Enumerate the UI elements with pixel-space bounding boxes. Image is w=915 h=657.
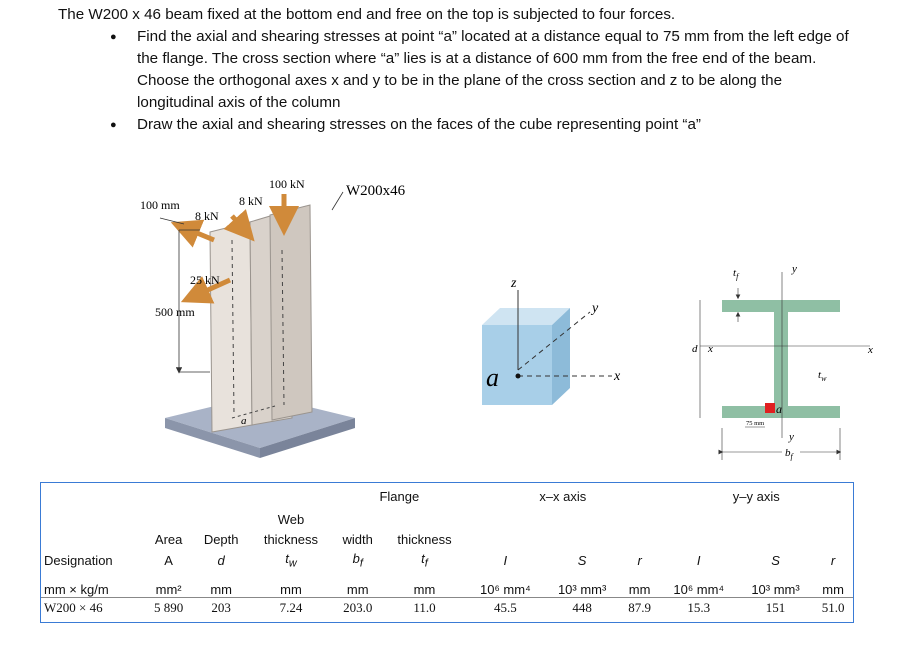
section-tf: tf — [733, 267, 740, 281]
unit-cell: mm — [628, 581, 651, 597]
force-25kN-arrow — [180, 276, 232, 304]
sym-tf: tf — [421, 550, 428, 570]
sym-I-yy: I — [696, 552, 701, 568]
label-25kN: 25 kN — [190, 273, 220, 287]
unit-cell: 10⁶ mm⁴ — [479, 581, 531, 597]
label-8kN-left: 8 kN — [195, 209, 219, 223]
cube-axis-x: x — [613, 369, 621, 384]
section-75mm: 75 mm — [746, 420, 764, 427]
unit-cell: mm — [822, 581, 844, 597]
unit-cell: mm — [280, 581, 302, 597]
cell-bf: 203.0 — [343, 600, 373, 616]
sym-S-yy: S — [771, 552, 780, 568]
unit-cell: 10³ mm³ — [557, 581, 607, 597]
sym-S-xx: S — [577, 552, 587, 568]
section-a: a — [776, 402, 782, 416]
stress-cube: z y x a — [482, 276, 621, 405]
header-width: width — [342, 531, 373, 547]
section-tw: tw — [818, 369, 827, 383]
cell-designation: W200 × 46 — [44, 600, 103, 616]
cube-front-face — [482, 325, 552, 405]
label-8kN-top: 8 kN — [239, 194, 263, 208]
unit-cell: mm² — [155, 581, 182, 597]
figure: a 100 mm 8 kN 8 kN 100 kN 25 kN 500 mm W… — [140, 177, 873, 461]
sym-bf: bf — [352, 550, 363, 570]
force-8kN-top-arrow — [223, 209, 255, 242]
dim-500mm: 500 mm — [155, 305, 195, 319]
unit-cell: 10³ mm³ — [751, 581, 800, 597]
sym-d: d — [217, 552, 225, 568]
flange-front — [209, 221, 253, 433]
top-flange — [722, 300, 840, 312]
cross-section: tf y d x x tw a 75 mm y bf — [692, 263, 873, 461]
sym-r-xx: r — [637, 552, 642, 568]
sym-tw: tw — [285, 550, 297, 570]
header-thickness-flange: thickness — [397, 531, 452, 547]
beam-illustration: a 100 mm 8 kN 8 kN 100 kN 25 kN 500 mm W… — [140, 177, 406, 458]
unit-cell: mm — [413, 581, 436, 597]
cell-area: 5 890 — [154, 600, 184, 616]
point-a-beam-label: a — [241, 415, 247, 427]
cube-top-face — [482, 308, 570, 325]
problem-intro: The W200 x 46 beam fixed at the bottom e… — [58, 6, 676, 23]
sym-r-yy: r — [830, 552, 836, 568]
table-row: W200 × 46 5 890 203 7.24 203.0 11.0 45.5… — [41, 597, 853, 619]
cell-r-xx: 87.9 — [628, 600, 651, 616]
unit-cell: mm × kg/m — [44, 581, 109, 597]
unit-cell: mm — [210, 581, 232, 597]
header-designation: Designation — [44, 552, 113, 568]
label-section: W200x46 — [346, 183, 406, 199]
cell-tw: 7.24 — [279, 600, 303, 616]
cube-point-a: a — [486, 363, 499, 392]
group-xx: x–x axis — [539, 488, 587, 504]
point-a-marker — [765, 403, 775, 413]
section-web — [774, 312, 788, 406]
cube-axis-z: z — [510, 276, 517, 291]
problem-statement: The W200 x 46 beam fixed at the bottom e… — [58, 4, 858, 136]
section-d: d — [692, 343, 698, 355]
header-area: Area — [154, 531, 183, 547]
label-100kN: 100 kN — [269, 177, 305, 191]
cell-I-xx: 45.5 — [493, 600, 517, 616]
cell-depth: 203 — [211, 600, 231, 616]
sym-A: A — [164, 552, 173, 568]
group-flange: Flange — [379, 488, 420, 504]
cell-S-xx: 448 — [572, 600, 592, 616]
dim-100mm: 100 mm — [140, 198, 180, 212]
cell-r-yy: 51.0 — [821, 600, 845, 616]
header-thickness-web: thickness — [263, 531, 319, 547]
cube-side-face — [552, 308, 570, 405]
flange-back — [269, 204, 313, 421]
section-bf: bf — [785, 447, 795, 461]
section-y-bottom: y — [788, 431, 794, 443]
cell-I-yy: 15.3 — [687, 600, 711, 616]
properties-table: Flange x–x axis y–y axis Web Area Depth … — [40, 482, 854, 623]
bullet-draw-stresses: Draw the axial and shearing stresses on … — [110, 114, 858, 136]
section-x-right: x — [867, 344, 873, 356]
force-8kN-left-arrow — [170, 219, 215, 248]
bullet-find-stresses: Find the axial and shearing stresses at … — [110, 26, 858, 114]
unit-cell: mm — [346, 581, 369, 597]
header-depth: Depth — [203, 531, 239, 547]
bottom-flange — [722, 406, 840, 418]
cell-S-yy: 151 — [765, 600, 786, 616]
problem-bullets: Find the axial and shearing stresses at … — [58, 26, 858, 136]
sym-I-xx: I — [503, 552, 508, 568]
cell-tf: 11.0 — [413, 600, 436, 616]
section-y-top: y — [791, 263, 797, 275]
cube-axis-y: y — [590, 301, 599, 316]
section-x-left: x — [707, 343, 713, 355]
group-yy: y–y axis — [732, 488, 780, 504]
header-web: Web — [277, 511, 305, 527]
unit-cell: 10⁶ mm⁴ — [673, 581, 725, 597]
